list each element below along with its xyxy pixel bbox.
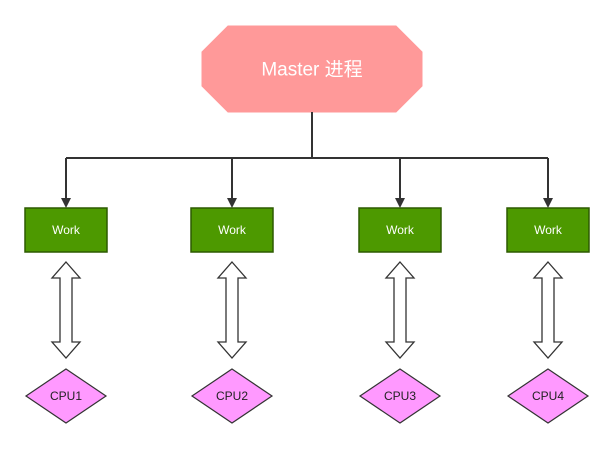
work-box-4 bbox=[506, 207, 590, 253]
master-label: Master 进程 bbox=[261, 59, 362, 81]
connectors bbox=[66, 112, 548, 159]
work-label-1: Work bbox=[52, 223, 81, 237]
work-box-1 bbox=[24, 207, 108, 253]
master-node: Master 进程 bbox=[201, 25, 423, 113]
cpu-diamond-4 bbox=[506, 368, 590, 424]
double-arrow-4 bbox=[532, 261, 564, 359]
cpu-label-1: CPU1 bbox=[50, 389, 82, 403]
cpu-diamond-2 bbox=[190, 368, 274, 424]
work-label-3: Work bbox=[386, 223, 415, 237]
work-box-2 bbox=[190, 207, 274, 253]
double-arrow-3 bbox=[384, 261, 416, 359]
cpu-label-4: CPU4 bbox=[532, 389, 564, 403]
work-label-4: Work bbox=[534, 223, 563, 237]
master-octagon bbox=[201, 25, 423, 113]
work-label-2: Work bbox=[218, 223, 247, 237]
cpu-diamond-3 bbox=[358, 368, 442, 424]
work-box-3 bbox=[358, 207, 442, 253]
cpu-label-2: CPU2 bbox=[216, 389, 248, 403]
cpu-label-3: CPU3 bbox=[384, 389, 416, 403]
double-arrow-2 bbox=[216, 261, 248, 359]
cpu-diamond-1 bbox=[24, 368, 108, 424]
double-arrow-1 bbox=[50, 261, 82, 359]
